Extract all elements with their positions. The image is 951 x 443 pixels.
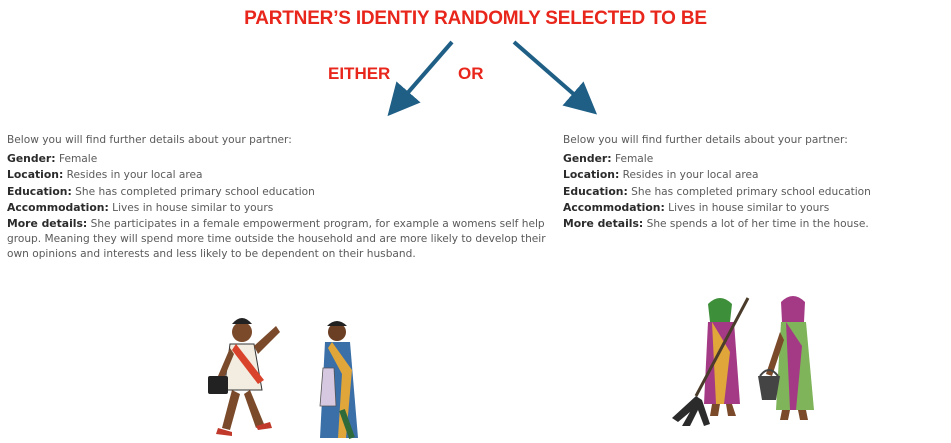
accommodation-row: Accommodation: Lives in house similar to… [7, 200, 567, 216]
accommodation-label: Accommodation: [7, 200, 109, 214]
more-details-row: More details: She participates in a fema… [7, 216, 567, 263]
accommodation-label: Accommodation: [563, 200, 665, 214]
gender-label: Gender: [7, 152, 56, 166]
education-label: Education: [7, 184, 72, 198]
gender-row: Gender: Female [7, 151, 567, 167]
left-arrow-icon [387, 40, 454, 117]
education-row: Education: She has completed primary sch… [7, 184, 567, 200]
education-value: She has completed primary school educati… [75, 185, 315, 198]
woman-with-bucket-icon [758, 296, 814, 420]
bucket-icon [758, 376, 780, 400]
location-value: Resides in your local area [622, 169, 759, 182]
or-label: OR [458, 64, 484, 83]
more-details-label: More details: [563, 217, 644, 231]
gender-value: Female [614, 153, 654, 166]
gender-row: Gender: Female [563, 151, 951, 167]
gender-label: Gender: [563, 152, 612, 166]
location-row: Location: Resides in your local area [7, 167, 567, 183]
page-title: PARTNER’S IDENTIY RANDOMLY SELECTED TO B… [244, 8, 707, 29]
intro-text: Below you will find further details abou… [7, 134, 292, 146]
partner-details-left: Below you will find further details abou… [7, 133, 567, 263]
accommodation-value: Lives in house similar to yours [668, 201, 830, 214]
accommodation-value: Lives in house similar to yours [112, 201, 274, 214]
woman-in-saree-icon [319, 321, 358, 440]
education-row: Education: She has completed primary sch… [563, 184, 951, 200]
education-value: She has completed primary school educati… [631, 185, 871, 198]
more-details-row: More details: She spends a lot of her ti… [563, 216, 951, 232]
partner-details-right: Below you will find further details abou… [563, 133, 951, 232]
more-details-label: More details: [7, 217, 88, 231]
more-details-value: She participates in a female empowerment… [7, 218, 546, 261]
right-arrow-icon [512, 40, 598, 115]
location-label: Location: [7, 168, 64, 182]
more-details-value: She spends a lot of her time in the hous… [646, 218, 869, 231]
woman-sweeping-icon [672, 297, 750, 426]
broom-icon [694, 297, 750, 397]
accommodation-row: Accommodation: Lives in house similar to… [563, 200, 951, 216]
location-row: Location: Resides in your local area [563, 167, 951, 183]
education-label: Education: [563, 184, 628, 198]
location-value: Resides in your local area [66, 169, 203, 182]
gender-value: Female [58, 153, 98, 166]
either-label: EITHER [328, 64, 391, 83]
woman-with-briefcase-icon [208, 318, 280, 436]
empowered-women-illustration [208, 318, 358, 440]
branch-arrows-icon [387, 40, 598, 117]
intro-text: Below you will find further details abou… [563, 134, 848, 146]
household-women-illustration [672, 296, 814, 426]
location-label: Location: [563, 168, 620, 182]
